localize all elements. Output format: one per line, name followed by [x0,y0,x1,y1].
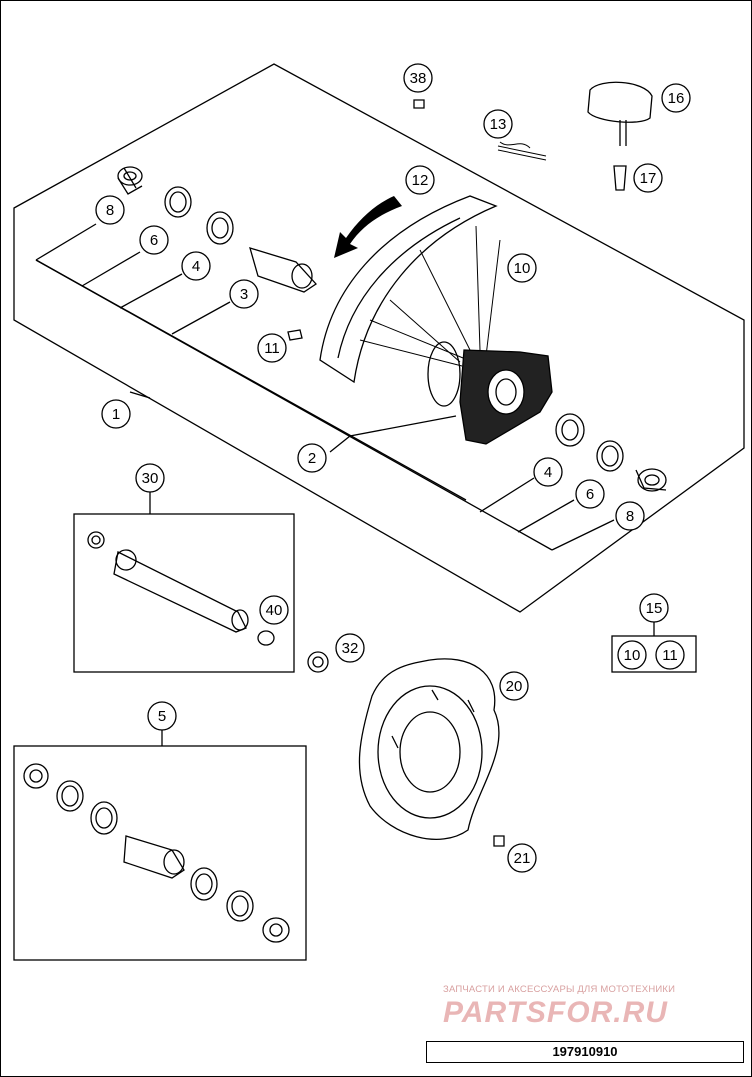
seal-left [164,186,192,218]
kit-seal-right [226,890,254,922]
spacer-left [117,166,143,195]
svg-text:6: 6 [150,232,158,249]
svg-text:8: 8 [106,202,114,219]
callout-6-top: 6 [139,225,169,255]
kit-bearing-right [190,867,218,901]
rim-lock-nut [613,165,627,191]
svg-text:10: 10 [624,647,641,664]
svg-text:30: 30 [142,470,159,487]
rim-lock [587,81,653,146]
seal-right [596,440,624,472]
callout-3: 3 [229,279,259,309]
callout-17: 17 [633,163,663,193]
bearing-left [206,211,234,245]
callout-38: 38 [403,63,433,93]
drawing-number: 197910910 [426,1041,744,1063]
rim-tape [497,141,547,161]
svg-text:13: 13 [490,116,507,133]
callout-6-bottom: 6 [575,479,605,509]
callout-13: 13 [483,109,513,139]
axle-collar [257,630,275,646]
svg-text:4: 4 [544,464,552,481]
svg-text:8: 8 [626,508,634,525]
callout-32: 32 [335,633,365,663]
kit-sleeve [123,835,185,879]
svg-text:17: 17 [640,170,657,187]
callouts: 38 16 13 17 12 8 6 4 3 10 11 1 2 4 6 8 3… [95,63,691,873]
direction-arrow [334,196,402,258]
callout-40: 40 [259,595,289,625]
callout-12: 12 [405,165,435,195]
assembly-outline [13,63,745,613]
svg-text:11: 11 [264,340,280,357]
callout-21: 21 [507,843,537,873]
callout-11-kit: 11 [655,640,685,670]
callout-4-bottom: 4 [533,457,563,487]
spacer-right [635,468,667,492]
callout-11-top: 11 [257,333,287,363]
callout-16: 16 [661,83,691,113]
svg-text:20: 20 [506,678,523,695]
kit-spacer-left [23,763,49,789]
disc-screw [493,835,505,847]
left-leader-lines [35,223,467,501]
callout-10-top: 10 [507,253,537,283]
bearing-kit-box [13,745,307,961]
svg-text:11: 11 [662,647,678,664]
axle-box [73,513,295,673]
kit-seal-left [56,780,84,812]
brake-disc [358,658,500,840]
hub [427,341,553,445]
distance-sleeve [249,247,317,293]
callout-4-top: 4 [181,251,211,281]
axle [113,549,249,633]
svg-text:10: 10 [514,260,531,277]
rim [319,195,498,384]
callout-8-top: 8 [95,195,125,225]
collar-bushing [307,651,329,673]
callout-10-kit: 10 [617,640,647,670]
svg-text:2: 2 [308,450,316,467]
svg-text:21: 21 [514,850,531,867]
svg-text:40: 40 [266,602,283,619]
svg-text:12: 12 [412,172,429,189]
svg-text:6: 6 [586,486,594,503]
watermark-logo: PARTSFOR.RU [443,996,668,1029]
svg-text:16: 16 [668,90,685,107]
svg-text:4: 4 [192,258,200,275]
spokes [359,225,501,367]
svg-text:3: 3 [240,286,248,303]
watermark-tagline: ЗАПЧАСТИ И АКСЕССУАРЫ ДЛЯ МОТОТЕХНИКИ [443,984,676,995]
bearing-right [555,413,585,447]
callout-8-bottom: 8 [615,501,645,531]
callout-5: 5 [147,701,177,731]
svg-text:38: 38 [410,70,427,87]
kit-bearing-left [90,801,118,835]
callout-20: 20 [499,671,529,701]
nipple-small [287,329,303,341]
kit-spacer-right [262,917,290,943]
svg-text:5: 5 [158,708,166,725]
svg-text:1: 1 [112,406,120,423]
callout-1: 1 [101,399,131,429]
svg-text:15: 15 [646,600,663,617]
right-leader-lines [35,259,615,551]
svg-text:32: 32 [342,640,359,657]
callout-30: 30 [135,463,165,493]
callout-2: 2 [297,443,327,473]
valve-cap [413,99,425,109]
axle-nut [87,531,105,549]
callout-15: 15 [639,593,669,623]
